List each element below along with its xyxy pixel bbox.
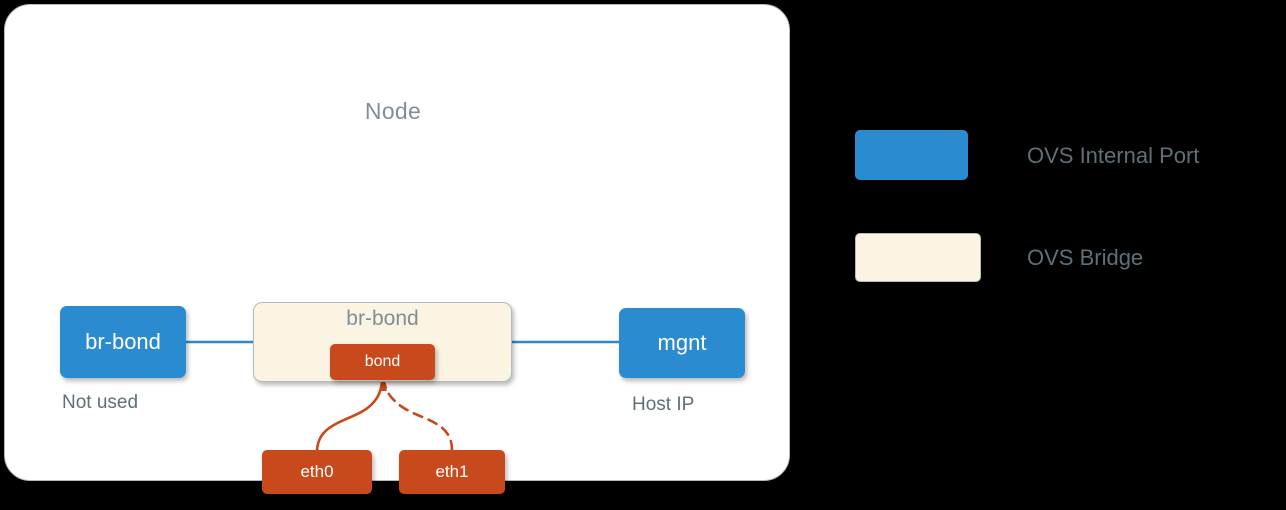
ovs-bridge-label: br-bond [346,307,419,330]
legend-label-ovs-bridge: OVS Bridge [1027,245,1144,270]
legend-label-ovs-internal-port: OVS Internal Port [1027,143,1200,168]
legend-swatch-ovs-bridge [855,233,981,282]
legend-swatch-ovs-internal-port [855,130,968,180]
caption-not-used: Not used [62,392,139,413]
bond-port[interactable]: bond [330,344,435,380]
ovs-bridge-br-bond[interactable] [253,302,512,382]
interface-eth1[interactable]: eth1 [399,450,505,494]
interface-eth0[interactable]: eth0 [262,450,372,494]
caption-host-ip: Host IP [632,394,695,415]
internal-port-br-bond[interactable]: br-bond [60,306,186,378]
internal-port-mgnt[interactable]: mgnt [619,308,745,378]
node-title: Node [364,98,422,124]
